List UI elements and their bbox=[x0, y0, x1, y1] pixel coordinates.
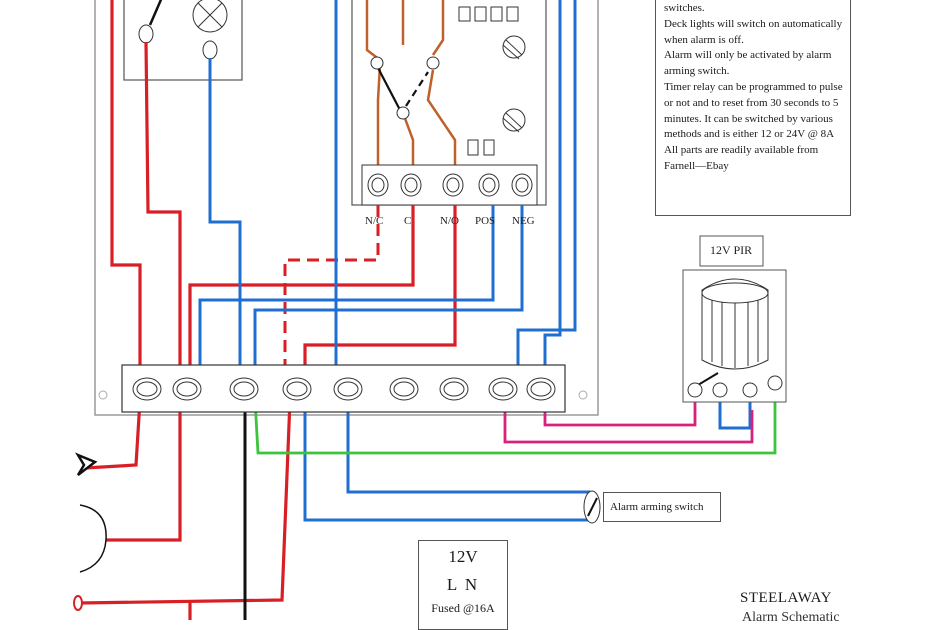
relay-label-neg: NEG bbox=[512, 215, 535, 227]
note-line: switches. bbox=[664, 2, 705, 14]
pir-label: 12V PIR bbox=[710, 243, 753, 257]
lamp-icon bbox=[192, 0, 228, 33]
bell-icon bbox=[79, 504, 107, 573]
relay-label-c: C bbox=[404, 215, 412, 227]
note-line: Deck lights will switch on automatically bbox=[664, 17, 843, 30]
arming-switch-label: Alarm arming switch bbox=[603, 492, 721, 522]
lamp-terminal bbox=[202, 40, 218, 60]
note-line: methods and is either 12 or 24V @ 8A bbox=[664, 128, 835, 141]
note-line: arming switch. bbox=[664, 65, 730, 78]
pir-label-box bbox=[699, 235, 764, 267]
switch-terminal bbox=[138, 24, 154, 44]
brand-name: STEELAWAY bbox=[740, 590, 832, 606]
note-line: All parts are readily available from bbox=[664, 144, 819, 157]
supply-fuse: Fused @16A bbox=[431, 601, 495, 615]
note-line: Timer relay can be programmed to pulse bbox=[664, 80, 843, 93]
supply-voltage: 12V bbox=[448, 547, 478, 566]
brand-subtitle: Alarm Schematic bbox=[742, 610, 840, 625]
supply-line-neutral: L N bbox=[446, 575, 480, 594]
dashed-nc-link bbox=[283, 205, 380, 380]
relay-label-pos: POS bbox=[475, 215, 496, 227]
relay-label-nc: N/C bbox=[365, 215, 384, 227]
siren-icon bbox=[74, 452, 98, 476]
note-line: minutes. It can be switched by various bbox=[664, 112, 833, 125]
enclosure-screw bbox=[578, 390, 588, 400]
connector-icon bbox=[73, 595, 83, 611]
enclosure-screw bbox=[98, 390, 108, 400]
info-note-box: switches. Deck lights will switch on auto… bbox=[655, 0, 851, 216]
note-line: Alarm will only be activated by alarm bbox=[664, 49, 832, 62]
relay-label-no: N/O bbox=[440, 215, 459, 227]
note-line: Farnell—Ebay bbox=[664, 159, 729, 172]
power-supply-box: 12V L N Fused @16A bbox=[418, 540, 508, 630]
note-line: when alarm is off. bbox=[664, 33, 744, 46]
note-line: or not and to reset from 30 seconds to 5 bbox=[664, 96, 839, 109]
